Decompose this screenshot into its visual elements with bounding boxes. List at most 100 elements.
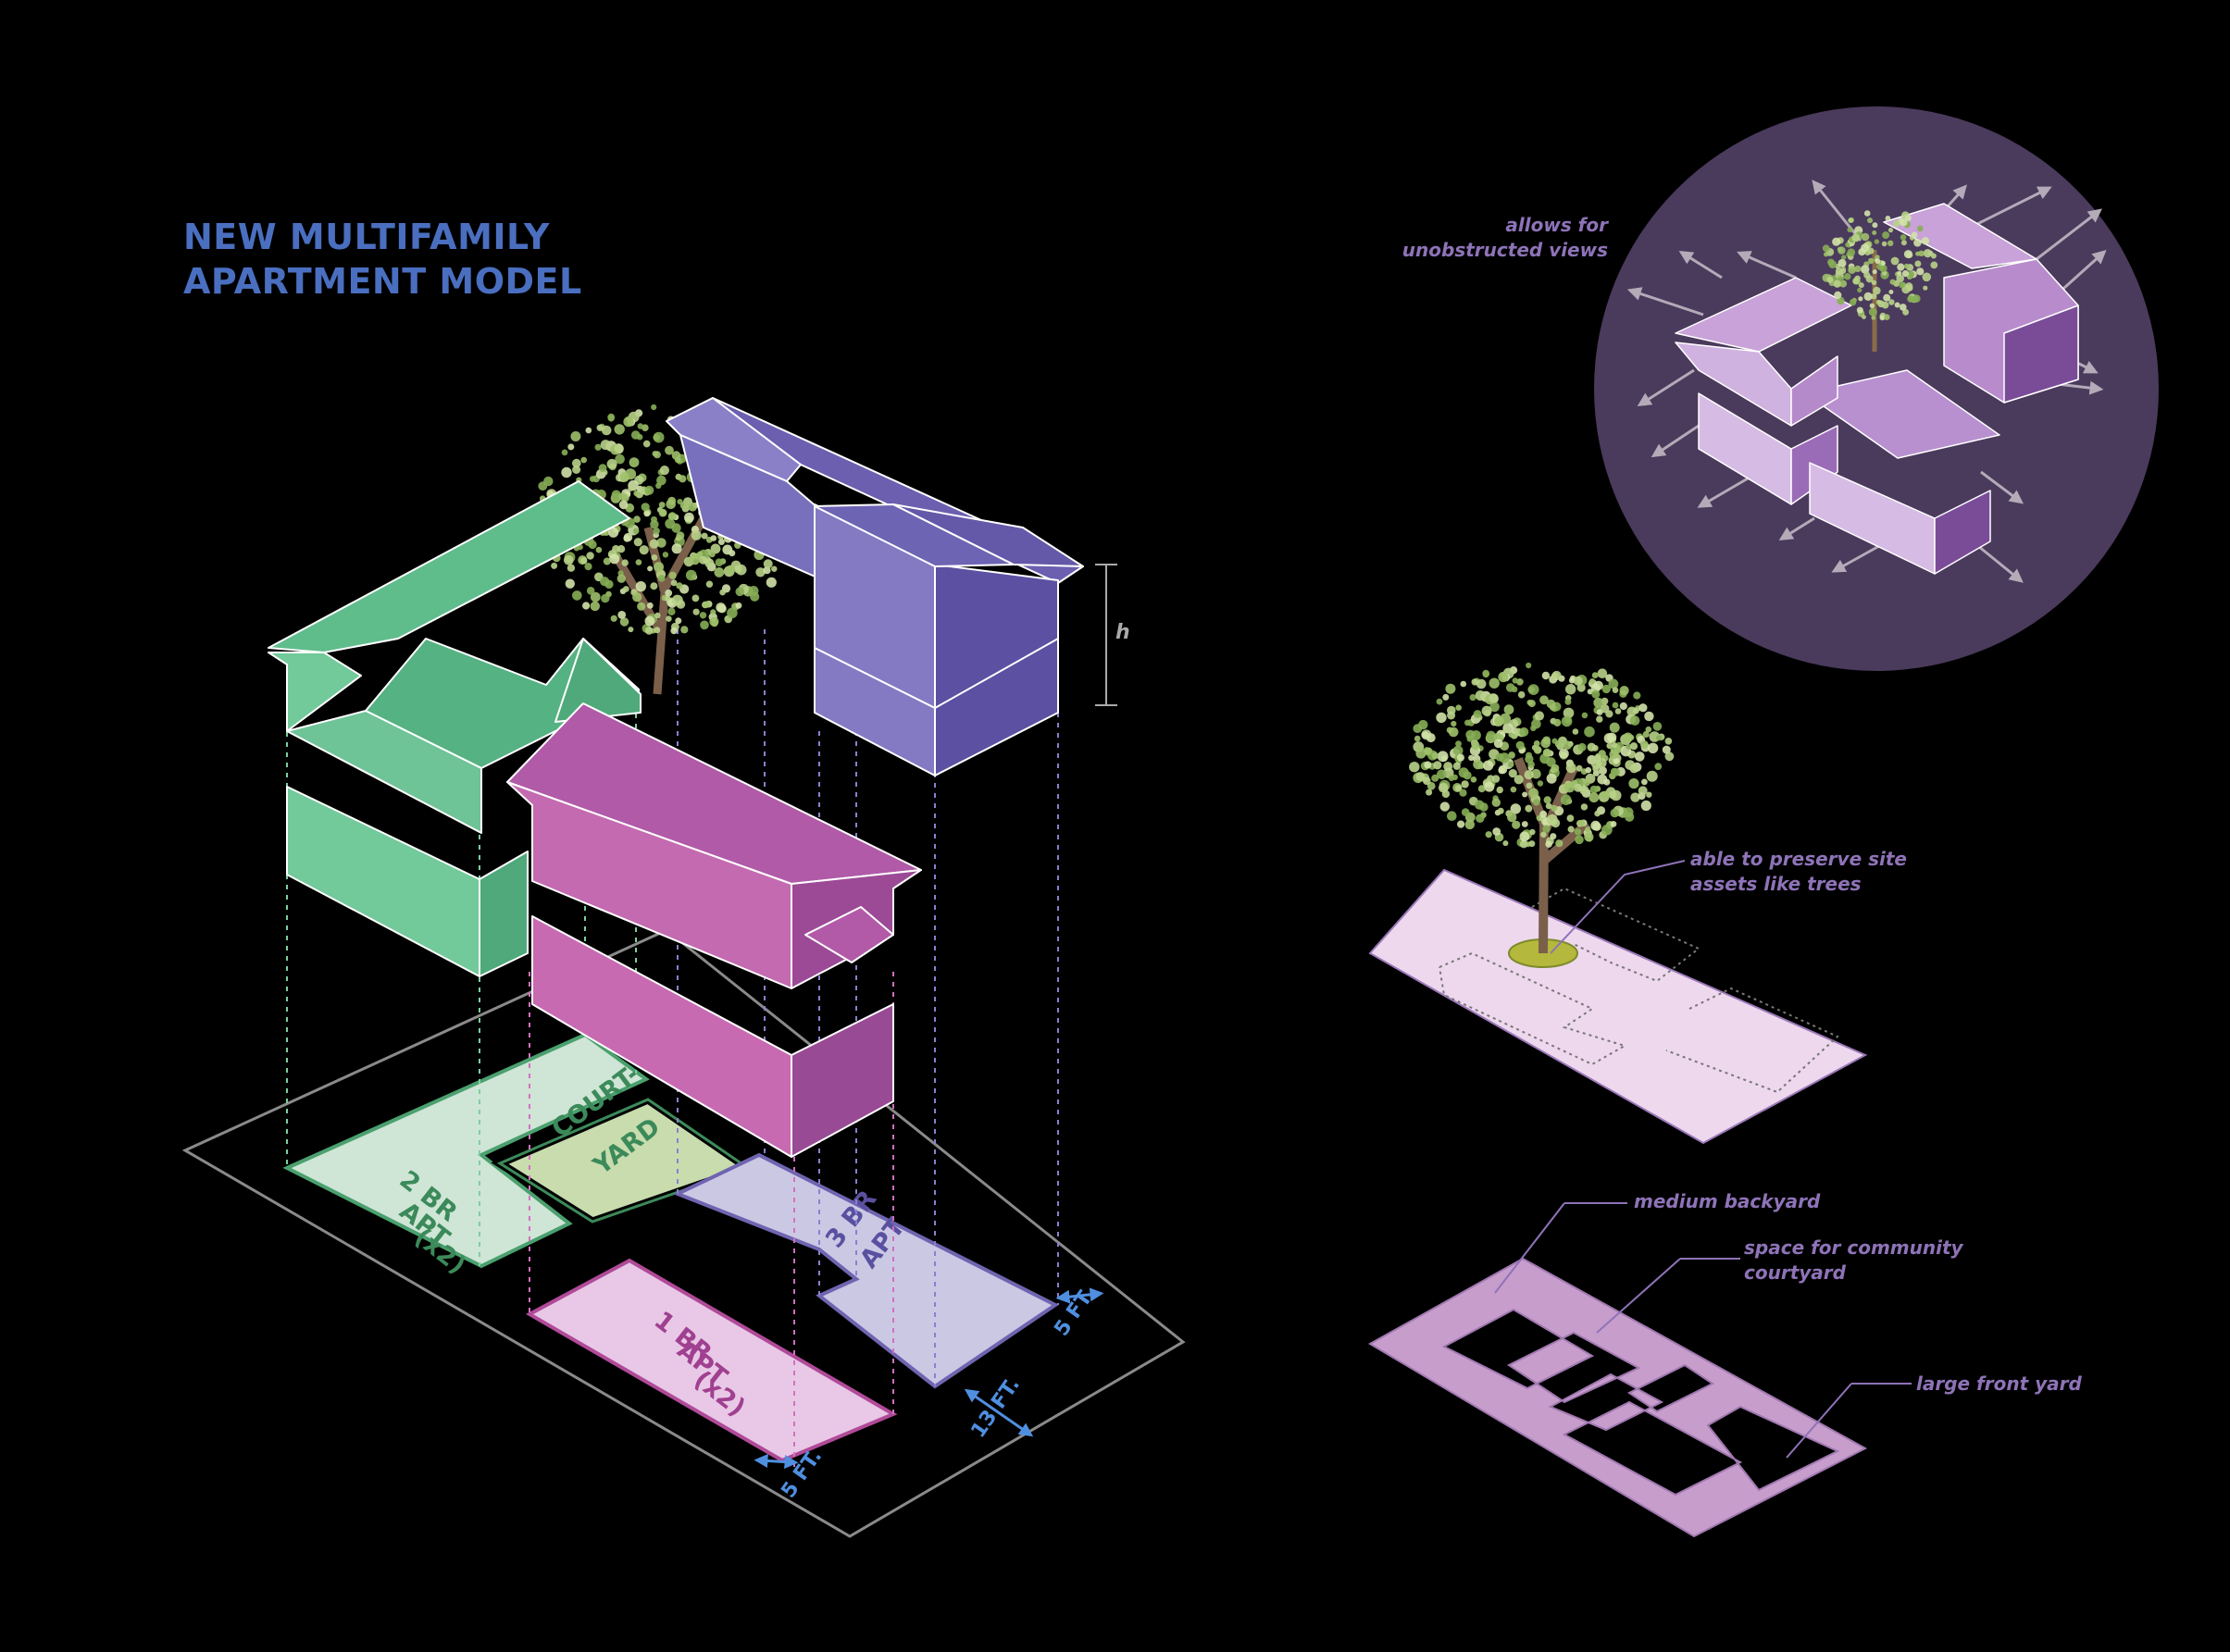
foliage-dot	[670, 627, 678, 635]
foliage-dot	[1594, 810, 1601, 817]
foliage-dot	[1527, 684, 1539, 695]
foliage-dot	[1485, 831, 1492, 838]
foliage-dot	[1900, 234, 1907, 241]
foliage-dot	[1597, 668, 1608, 678]
foliage-dot	[1614, 708, 1622, 714]
foliage-dot	[1458, 767, 1469, 778]
dim-13ft: 13 FT.	[966, 1373, 1025, 1442]
foliage-dot	[1486, 730, 1496, 740]
foliage-dot	[1519, 839, 1528, 849]
foliage-dot	[1527, 700, 1536, 708]
foliage-dot	[1574, 828, 1582, 836]
foliage-dot	[608, 527, 619, 538]
foliage-dot	[1426, 789, 1433, 796]
note-views-line-1: allows for	[1505, 214, 1609, 236]
foliage-dot	[1610, 821, 1617, 827]
foliage-dot	[1461, 780, 1469, 789]
foliage-dot	[659, 466, 670, 476]
foliage-dot	[1443, 762, 1453, 772]
foliage-dot	[1575, 835, 1584, 845]
foliage-dot	[1455, 740, 1462, 747]
foliage-dot	[1863, 292, 1873, 301]
foliage-dot	[1541, 671, 1551, 680]
foliage-dot	[1885, 216, 1891, 221]
foliage-dot	[1502, 840, 1509, 847]
foliage-dot	[668, 512, 677, 520]
foliage-dot	[1848, 217, 1854, 224]
foliage-dot	[1418, 719, 1428, 730]
foliage-dot	[1448, 727, 1459, 738]
foliage-dot	[632, 528, 640, 535]
site-tree-foliage	[1409, 662, 1675, 849]
foliage-dot	[1545, 802, 1552, 810]
foliage-dot	[735, 564, 747, 576]
foliage-dot	[1481, 705, 1492, 716]
foliage-dot	[1907, 295, 1914, 303]
foliage-dot	[635, 559, 642, 565]
foliage-dot	[654, 627, 661, 634]
foliage-dot	[1838, 258, 1847, 267]
foliage-dot	[611, 490, 621, 500]
foliage-dot	[1584, 832, 1594, 842]
foliage-dot	[700, 620, 709, 630]
foliage-dot	[1447, 811, 1457, 821]
foliage-dot	[639, 545, 649, 555]
foliage-dot	[1610, 767, 1618, 776]
foliage-dot	[1476, 678, 1487, 689]
foliage-dot	[644, 485, 654, 495]
foliage-dot	[642, 440, 651, 448]
foliage-dot	[1553, 718, 1562, 727]
foliage-dot	[1858, 282, 1864, 289]
foliage-dot	[1517, 690, 1526, 699]
foliage-dot	[719, 589, 726, 596]
foliage-dot	[1597, 774, 1608, 785]
foliage-dot	[1841, 255, 1847, 260]
foliage-dot	[1834, 291, 1842, 299]
foliage-dot	[1826, 276, 1834, 283]
foliage-dot	[1609, 722, 1620, 733]
foliage-dot	[1452, 762, 1461, 770]
foliage-dot	[1900, 304, 1907, 311]
foliage-dot	[1875, 258, 1881, 265]
foliage-dot	[617, 574, 626, 583]
foliage-dot	[1646, 791, 1652, 798]
foliage-dot	[1591, 689, 1601, 699]
foliage-dot	[676, 582, 683, 590]
foliage-dot	[727, 607, 738, 619]
foliage-dot	[1528, 840, 1536, 848]
foliage-dot	[1540, 738, 1551, 749]
foliage-dot	[1900, 240, 1907, 246]
height-label: h	[1115, 621, 1130, 644]
foliage-dot	[1560, 794, 1572, 805]
foliage-dot	[1838, 276, 1843, 280]
foliage-dot	[1630, 792, 1640, 802]
foliage-dot	[1491, 798, 1501, 807]
foliage-dot	[1901, 270, 1910, 278]
foliage-dot	[1596, 715, 1603, 723]
foliage-dot	[564, 555, 574, 565]
foliage-dot	[1635, 751, 1645, 762]
foliage-dot	[699, 555, 708, 565]
foliage-dot	[633, 515, 641, 523]
foliage-dot	[1470, 776, 1477, 783]
site-lot	[1368, 868, 1868, 1145]
foliage-dot	[1464, 819, 1476, 830]
foliage-dot	[1532, 799, 1540, 806]
foliage-dot	[1551, 804, 1558, 812]
foliage-dot	[1499, 752, 1510, 764]
foliage-dot	[684, 512, 694, 523]
foliage-dot	[671, 543, 682, 554]
foliage-dot	[1652, 722, 1663, 731]
foliage-dot	[651, 515, 657, 523]
foliage-dot	[735, 602, 742, 609]
foliage-dot	[1564, 698, 1572, 705]
foliage-dot	[1822, 244, 1830, 253]
foliage-dot	[726, 565, 736, 574]
foliage-dot	[667, 607, 676, 615]
foliage-dot	[580, 456, 587, 464]
foliage-dot	[1881, 301, 1889, 309]
foliage-dot	[1433, 761, 1442, 770]
foliage-dot	[1457, 820, 1465, 828]
foliage-dot	[1507, 761, 1514, 768]
foliage-dot	[572, 590, 582, 601]
